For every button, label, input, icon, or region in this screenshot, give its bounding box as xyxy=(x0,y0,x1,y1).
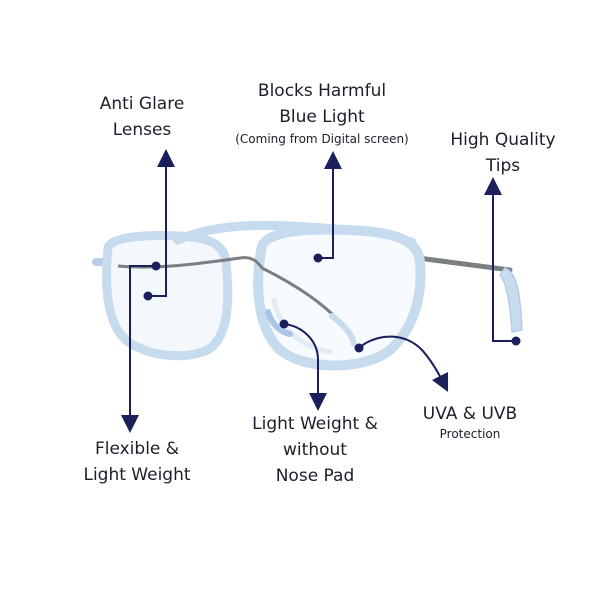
temple-hinge-arm xyxy=(261,266,357,347)
flexible-label: Flexible & Light Weight xyxy=(72,436,202,488)
right-temple-arm xyxy=(415,255,523,333)
left-lens-frame xyxy=(102,231,233,361)
light-weight-line2: without xyxy=(283,440,347,460)
right-lens-frame xyxy=(253,224,426,371)
tips-label: High Quality Tips xyxy=(438,127,568,179)
light-weight-line3: Nose Pad xyxy=(275,466,355,486)
anti-glare-line1: Anti Glare xyxy=(99,94,185,114)
blue-light-line2: Blue Light xyxy=(279,107,365,127)
tips-pointer xyxy=(484,177,521,346)
uva-label: UVA & UVB Protection xyxy=(410,401,530,443)
flexible-pointer xyxy=(121,261,161,433)
flexible-line2: Light Weight xyxy=(83,465,191,485)
light-weight-pointer xyxy=(279,319,327,411)
blue-light-note: (Coming from Digital screen) xyxy=(235,132,409,146)
anti-glare-pointer xyxy=(143,149,175,301)
anti-glare-label: Anti Glare Lenses xyxy=(82,91,202,143)
tips-line2: Tips xyxy=(485,156,521,176)
light-weight-label: Light Weight & without Nose Pad xyxy=(245,411,385,489)
tips-line1: High Quality xyxy=(450,130,556,150)
uva-note: Protection xyxy=(439,427,501,441)
uva-pointer xyxy=(354,335,449,393)
uva-line1: UVA & UVB xyxy=(422,404,518,424)
anti-glare-line2: Lenses xyxy=(112,120,172,140)
flexible-line1: Flexible & xyxy=(94,439,180,459)
blue-light-pointer xyxy=(313,151,342,263)
blue-light-label: Blocks Harmful Blue Light (Coming from D… xyxy=(222,78,422,148)
light-weight-line1: Light Weight & xyxy=(252,414,378,434)
blue-light-line1: Blocks Harmful xyxy=(257,81,387,101)
nose-pad-area xyxy=(265,309,293,337)
